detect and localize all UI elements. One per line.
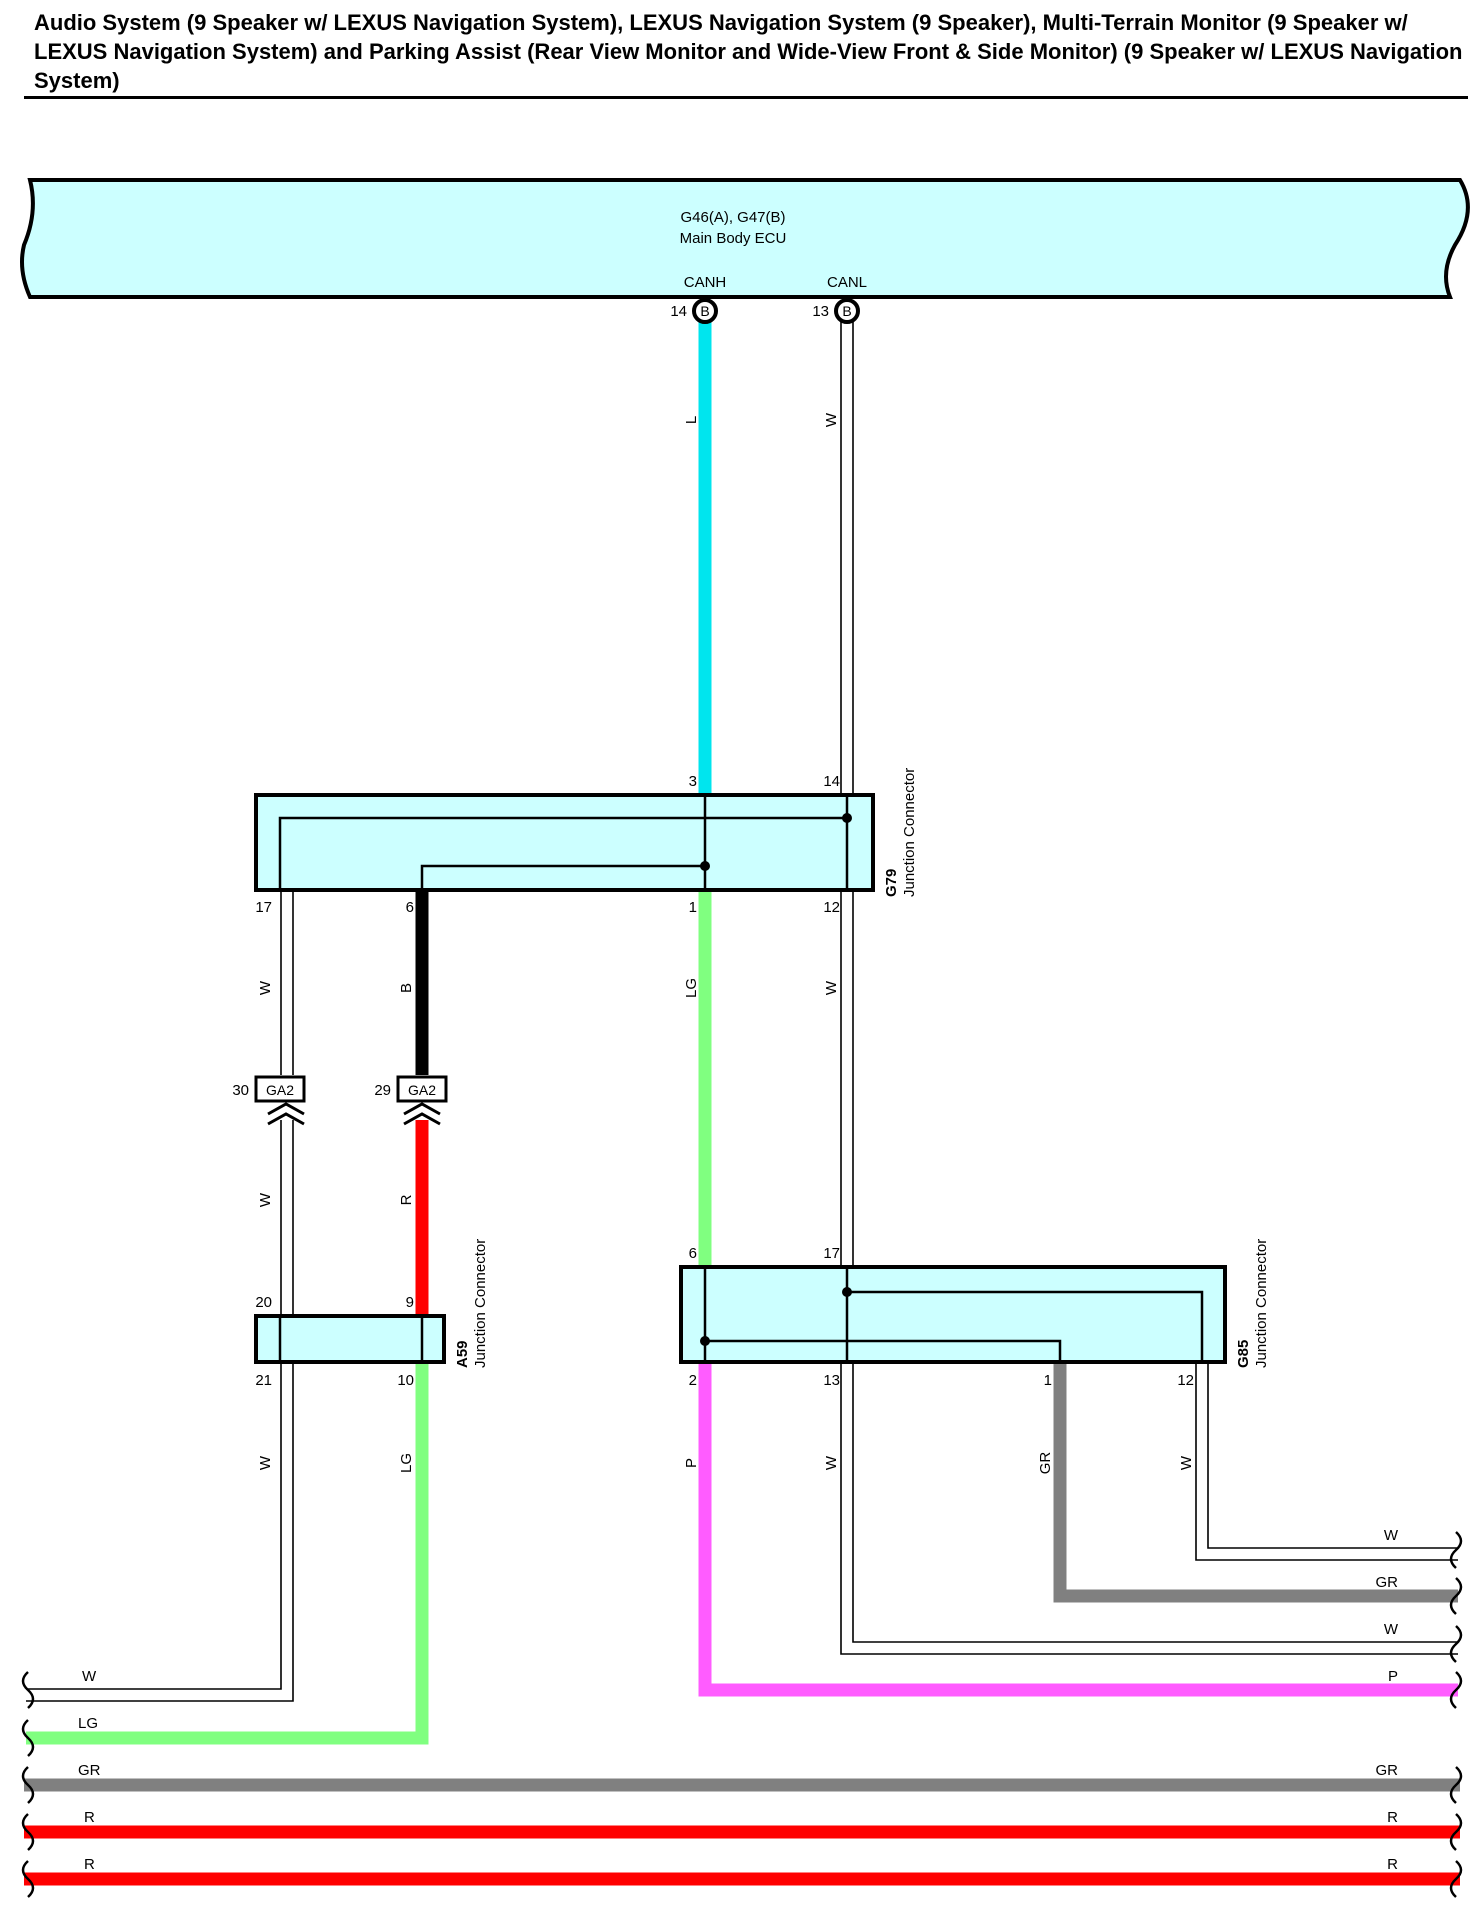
left-break-marks [21, 1671, 35, 1898]
diagram-title: Audio System (9 Speaker w/ LEXUS Navigat… [34, 10, 1463, 93]
wire-label-a59-21: W [257, 1455, 274, 1470]
wire-label-g79-17: W [257, 980, 274, 995]
ecu-pin-canh-signal: CANH [684, 274, 727, 291]
wire-label-g79-1: LG [683, 978, 700, 998]
junction-g79: 3 14 17 6 1 12 G79 Junction Connector [254, 768, 918, 916]
a59-pin-21: 21 [255, 1372, 272, 1389]
bus-label-right-3: GR [1376, 1762, 1399, 1779]
wire-g85-1-GR [1053, 1362, 1458, 1603]
ga2-30-pin: 30 [232, 1082, 249, 1099]
g79-id: G79 [883, 869, 900, 897]
wire-label-ga2-29: R [398, 1194, 415, 1205]
ga2-29-pin: 29 [374, 1082, 391, 1099]
g79-pin-12: 12 [823, 899, 840, 916]
ecu-pin-canl-number: 13 [812, 303, 829, 320]
wire-label-canl: W [823, 412, 840, 427]
a59-pin-10: 10 [397, 1372, 414, 1389]
g79-pin-6: 6 [406, 899, 414, 916]
g85-name: Junction Connector [1253, 1239, 1270, 1368]
bus-label-left-2: LG [78, 1715, 98, 1732]
ecu-pin-canh: B 14 [670, 298, 718, 324]
junction-g85: 6 17 2 13 1 12 G85 Junction Connector [679, 1239, 1270, 1389]
g85-pin-1: 1 [1044, 1372, 1052, 1389]
wire-label-g85-1: GR [1037, 1452, 1054, 1475]
wire-label-canh: L [683, 416, 700, 424]
wire-label-g85-13: W [823, 1455, 840, 1470]
wire-label-ga2-30: W [257, 1192, 274, 1207]
wire-label-g85-12: W [1178, 1455, 1195, 1470]
a59-pin-9: 9 [406, 1294, 414, 1311]
g85-pin-12: 12 [1177, 1372, 1194, 1389]
thick-wires [24, 320, 1460, 1886]
right-exit-labels: W GR W P [1376, 1527, 1399, 1685]
a59-id: A59 [454, 1340, 471, 1368]
right-exit-label-2: GR [1376, 1574, 1399, 1591]
wire-a59-10-LG [26, 1362, 429, 1745]
wire-label-g79-6: B [398, 983, 415, 993]
bus-label-right-4: R [1387, 1809, 1398, 1826]
a59-pin-20: 20 [255, 1294, 272, 1311]
g85-pin-17: 17 [823, 1245, 840, 1262]
g85-pin-2: 2 [689, 1372, 697, 1389]
ecu-pin-canh-connector: B [700, 303, 709, 319]
bus-label-left-4: R [84, 1809, 95, 1826]
inline-connector-ga2-29: GA2 29 [374, 1075, 448, 1126]
ecu-name: Main Body ECU [680, 230, 787, 247]
g85-pin-6: 6 [689, 1245, 697, 1262]
right-break-marks [1449, 1531, 1463, 1898]
title-rule [24, 96, 1468, 99]
ecu-box [20, 178, 1470, 299]
ecu-pin-canl: B 13 [812, 298, 860, 324]
ecu-id: G46(A), G47(B) [680, 209, 785, 226]
bus-label-left-5: R [84, 1856, 95, 1873]
ga2-30-label: GA2 [266, 1082, 294, 1098]
g79-name: Junction Connector [901, 768, 918, 897]
g79-pin-3: 3 [689, 773, 697, 790]
right-exit-label-4: P [1388, 1668, 1398, 1685]
g79-pin-14: 14 [823, 773, 840, 790]
g79-pin-17: 17 [255, 899, 272, 916]
bus-label-left-1: W [82, 1668, 97, 1685]
g85-id: G85 [1235, 1340, 1252, 1368]
g79-pin-1: 1 [689, 899, 697, 916]
right-exit-label-1: W [1384, 1527, 1399, 1544]
ecu-pin-canh-number: 14 [670, 303, 687, 320]
inline-connector-ga2-30: GA2 30 [232, 1075, 306, 1126]
a59-name: Junction Connector [472, 1239, 489, 1368]
wire-label-a59-10: LG [398, 1453, 415, 1473]
ecu-pin-canl-signal: CANL [827, 274, 867, 291]
g85-pin-13: 13 [823, 1372, 840, 1389]
wire-label-g79-12: W [823, 980, 840, 995]
wire-g85-2-P [698, 1362, 1458, 1697]
bottom-bus-labels: W LG GR GR R R R R [78, 1668, 1398, 1873]
wire-label-g85-2: P [683, 1458, 700, 1468]
ga2-29-label: GA2 [408, 1082, 436, 1098]
ecu-pin-canl-connector: B [842, 303, 851, 319]
bus-label-right-5: R [1387, 1856, 1398, 1873]
junction-a59: 20 9 21 10 A59 Junction Connector [254, 1239, 489, 1389]
wire-labels: L W W B LG W W R W LG P W GR W [257, 412, 1195, 1474]
white-wires [26, 320, 1458, 1702]
bus-label-left-3: GR [78, 1762, 101, 1779]
right-exit-label-3: W [1384, 1621, 1399, 1638]
